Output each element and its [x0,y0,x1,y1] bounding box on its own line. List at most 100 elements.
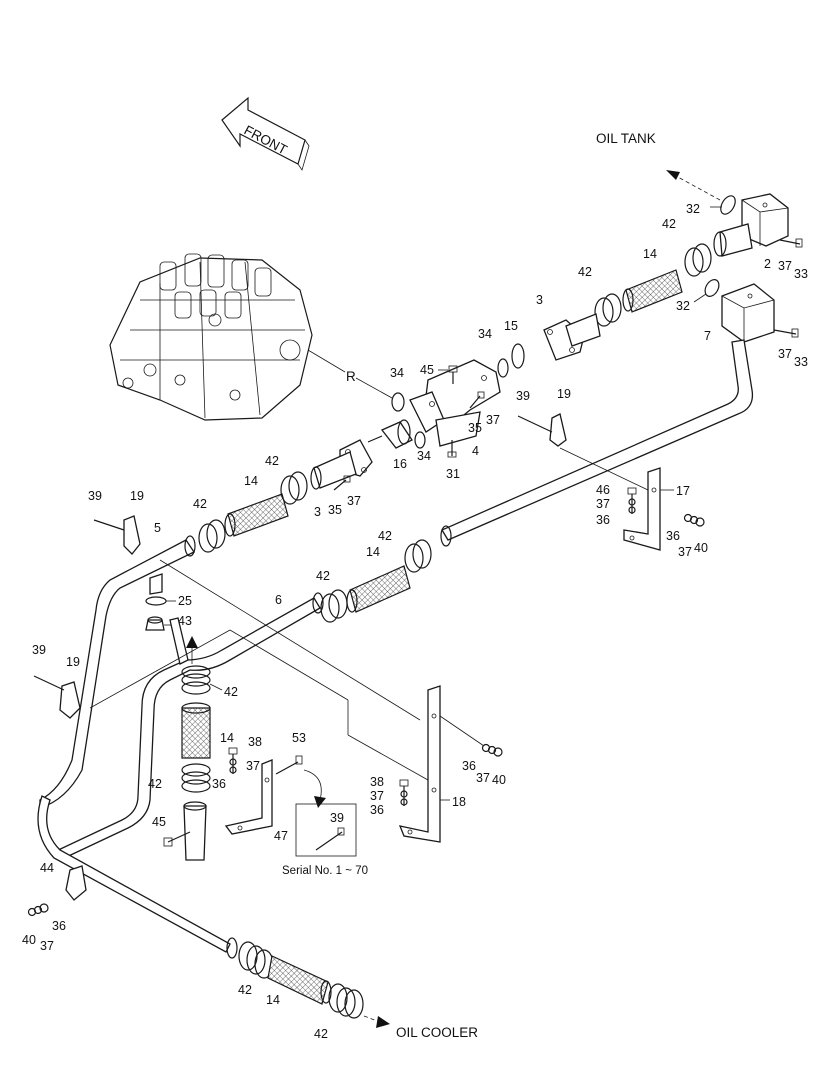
label-34-c: 34 [417,449,431,463]
serial-note: Serial No. 1 ~ 70 [282,865,368,877]
label-4: 4 [472,444,479,458]
label-39-c: 39 [32,643,46,657]
label-45-a: 45 [420,363,434,377]
pipe-5-port [149,573,163,595]
label-33-a: 33 [794,267,808,281]
label-36-d: 36 [52,919,66,933]
label-42-d: 42 [193,497,207,511]
label-42-j: 42 [314,1027,328,1041]
label-37-j: 37 [476,771,490,785]
pipe-branch [169,617,189,665]
view-ref-label: R [346,369,356,384]
hose-middle-upper [198,471,308,553]
label-14-d: 14 [220,731,234,745]
oil-tank-label: OIL TANK [596,131,656,146]
label-36-e: 36 [370,803,384,817]
label-42-g: 42 [224,685,238,699]
hose-vertical [181,665,211,861]
label-2: 2 [764,257,771,271]
label-14-c: 14 [366,545,380,559]
bolt-37-33-top [779,238,803,248]
label-35-a: 35 [468,421,482,435]
elbow-fitting-16 [367,392,426,449]
label-45-b: 45 [152,815,166,829]
clip-19-lower-left [33,675,81,719]
label-37-f: 37 [347,494,361,508]
label-38-b: 38 [370,775,384,789]
label-40-c: 40 [492,773,506,787]
label-14-b: 14 [244,474,258,488]
label-44: 44 [40,861,54,875]
bolt-35-37-mid [333,475,351,491]
washers-36-37-40-right [683,513,705,527]
label-18: 18 [452,795,466,809]
label-46: 46 [596,483,610,497]
label-32-a: 32 [686,202,700,216]
hose-upper [594,243,712,327]
clip-44 [27,865,87,917]
label-42-b: 42 [578,265,592,279]
label-37-h: 37 [246,759,260,773]
label-14-a: 14 [643,247,657,261]
clip-19-upper-left [93,515,141,555]
serial-inset [295,769,357,857]
bracket-17 [559,447,661,551]
label-36-f: 36 [462,759,476,773]
label-3-a: 3 [536,293,543,307]
label-47: 47 [274,829,288,843]
bracket-18 [398,685,441,843]
label-17: 17 [676,484,690,498]
hose-bottom [238,941,364,1019]
label-42-a: 42 [662,217,676,231]
label-37-i: 37 [370,789,384,803]
label-5: 5 [154,521,161,535]
pipe-lower [37,795,231,953]
label-42-e: 42 [378,529,392,543]
label-43: 43 [178,614,192,628]
flow-up-arrow-icon [186,636,198,664]
label-53: 53 [292,731,306,745]
label-6: 6 [275,593,282,607]
to-oil-tank-arrow-icon [666,170,721,201]
bolt-38-37-36-left [228,747,238,774]
label-40-a: 40 [694,541,708,555]
label-38-a: 38 [248,735,262,749]
oring-25 [145,596,176,606]
bolt-37-35-top [469,391,485,409]
bolt-45-lower [163,831,191,847]
bolt-38-37-36-right [399,779,409,806]
label-35-b: 35 [328,503,342,517]
label-42-h: 42 [148,777,162,791]
flange-fitting-lower [310,439,373,490]
clip-19-right [517,413,567,447]
label-40-b: 40 [22,933,36,947]
label-37-a: 37 [778,259,792,273]
washers-36-37-40-mid [439,715,503,757]
label-33-b: 33 [794,355,808,369]
label-36-b: 36 [666,529,680,543]
label-15: 15 [504,319,518,333]
oil-cooler-label: OIL COOLER [396,1025,478,1040]
label-3-b: 3 [314,505,321,519]
label-37-c: 37 [778,347,792,361]
label-16: 16 [393,457,407,471]
hose-middle [320,539,432,623]
label-42-f: 42 [316,569,330,583]
tee-body-4 [409,359,501,447]
bolt-31 [447,440,457,458]
label-42-c: 42 [265,454,279,468]
bolt-46-37-36 [627,487,637,514]
flange-fitting-upper [497,313,601,378]
label-31: 31 [446,467,460,481]
label-37-b: 37 [486,413,500,427]
label-34-b: 34 [390,366,404,380]
bolt-37-33-mid [773,328,799,338]
label-19-a: 19 [557,387,571,401]
label-42-i: 42 [238,983,252,997]
label-37-g: 37 [40,939,54,953]
bolt-45-top [448,365,458,384]
label-25: 25 [178,594,192,608]
label-34-a: 34 [478,327,492,341]
